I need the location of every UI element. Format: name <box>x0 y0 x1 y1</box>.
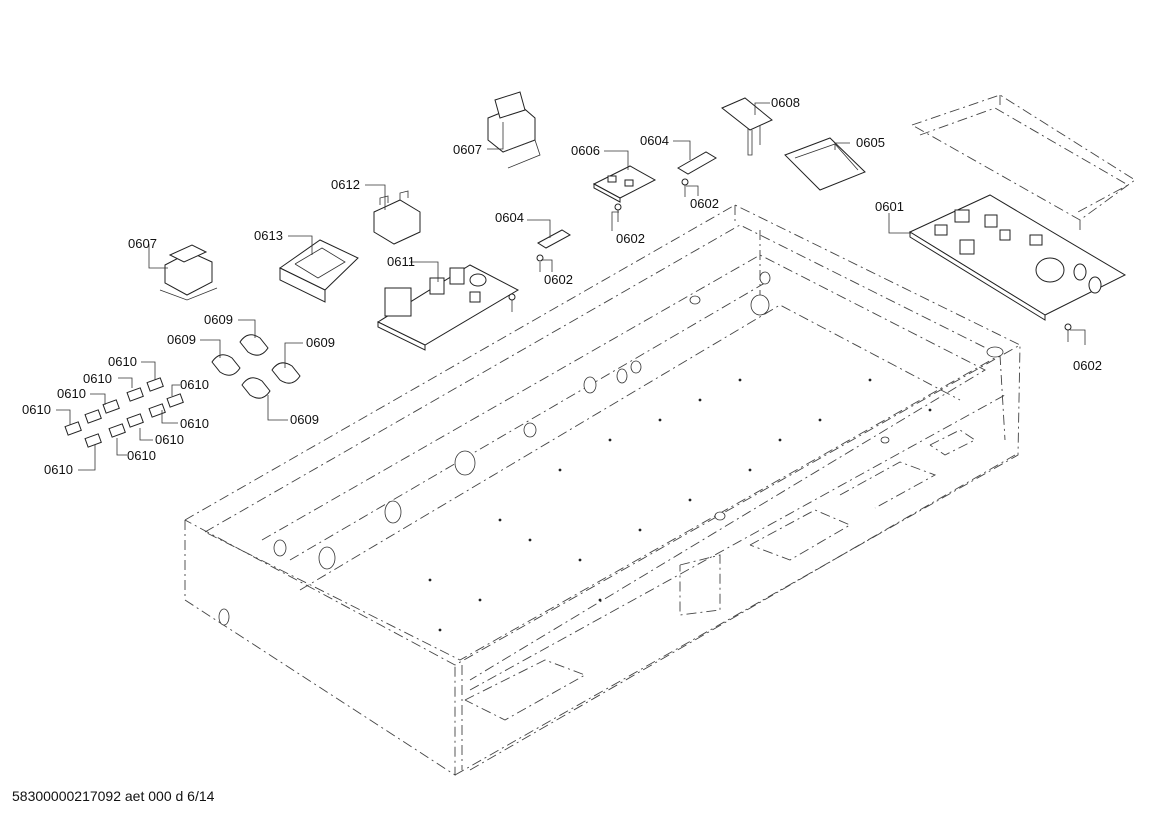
label-0604-mid: 0604 <box>495 210 524 225</box>
clip-0609-b <box>239 334 269 356</box>
label-0607-top: 0607 <box>453 142 482 157</box>
power-board-0611 <box>376 264 520 351</box>
clip-0609-a <box>211 354 241 376</box>
label-0609-d: 0609 <box>290 412 319 427</box>
housing-0613 <box>279 239 359 303</box>
clip-0609-d <box>241 377 271 399</box>
board-strip-0605 <box>784 137 866 191</box>
label-0602-right: 0602 <box>1073 358 1102 373</box>
label-0610-d: 0610 <box>22 402 51 417</box>
chassis-frame <box>184 204 1021 776</box>
connector-0608 <box>721 97 773 156</box>
label-0610-g: 0610 <box>155 432 184 447</box>
clip-0609-c <box>271 362 301 384</box>
label-0607-left: 0607 <box>128 236 157 251</box>
document-code: 58300000217092 aet 000 d 6/14 <box>12 788 215 804</box>
power-board-0601 <box>908 194 1127 321</box>
label-0609-b: 0609 <box>167 332 196 347</box>
relay-0612 <box>373 190 421 245</box>
label-0606: 0606 <box>571 143 600 158</box>
label-0605: 0605 <box>856 135 885 150</box>
cover-panel <box>911 94 1136 230</box>
part-labels: 0601 0602 0602 0602 0602 0604 0604 0605 … <box>22 95 1102 477</box>
label-0609-c: 0609 <box>306 335 335 350</box>
sensor-board-0604-top <box>677 151 717 175</box>
label-0610-i: 0610 <box>44 462 73 477</box>
spacers-0602 <box>508 178 1072 342</box>
label-0602-center: 0602 <box>616 231 645 246</box>
label-0610-f: 0610 <box>180 416 209 431</box>
label-0604-top: 0604 <box>640 133 669 148</box>
control-board-0606 <box>592 165 657 203</box>
transformer-0607-top <box>487 91 541 169</box>
label-0612: 0612 <box>331 177 360 192</box>
transformer-0607-left <box>159 244 218 301</box>
label-0601: 0601 <box>875 199 904 214</box>
label-0611: 0611 <box>387 254 415 269</box>
small-clips-0610 <box>64 377 184 448</box>
label-0602-mid: 0602 <box>544 272 573 287</box>
label-0613: 0613 <box>254 228 283 243</box>
label-0610-c: 0610 <box>57 386 86 401</box>
label-0610-e: 0610 <box>180 377 209 392</box>
label-0602-top: 0602 <box>690 196 719 211</box>
label-0610-h: 0610 <box>127 448 156 463</box>
label-0608: 0608 <box>771 95 800 110</box>
leader-lines <box>56 102 1086 471</box>
label-0609-a: 0609 <box>204 312 233 327</box>
label-0610-a: 0610 <box>108 354 137 369</box>
sensor-board-0604-mid <box>537 229 571 249</box>
label-0610-b: 0610 <box>83 371 112 386</box>
